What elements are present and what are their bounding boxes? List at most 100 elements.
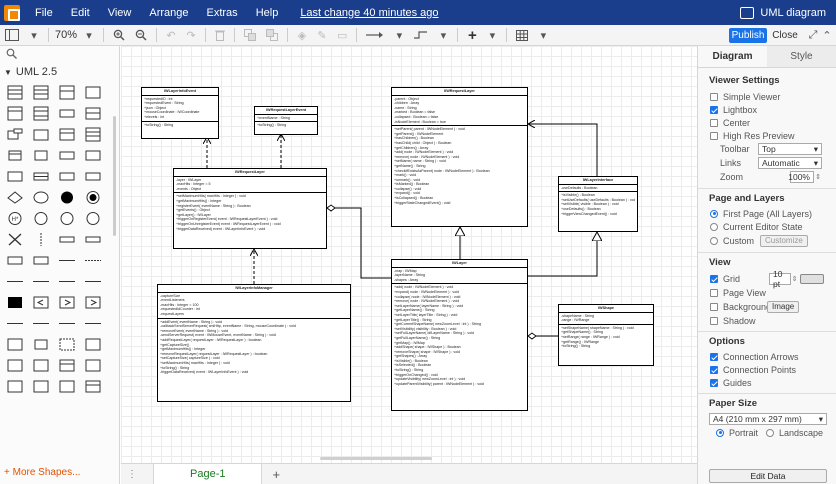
radio-button[interactable] — [710, 236, 718, 245]
menu-file[interactable]: File — [35, 6, 53, 19]
uml-shape-stencil-icon[interactable] — [32, 169, 50, 184]
checkbox-box[interactable] — [710, 131, 718, 140]
aggregation-connector[interactable] — [326, 204, 391, 279]
uml-shape-stencil-icon[interactable] — [58, 169, 76, 184]
class-request-layer[interactable]: IWRequestLayer -layer : IWLayer-maxHits … — [173, 168, 327, 249]
checkbox-box[interactable] — [710, 92, 718, 101]
center-checkbox[interactable]: Center — [698, 116, 836, 129]
uml-shape-stencil-icon[interactable] — [6, 127, 24, 142]
uml-shape-stencil-icon[interactable] — [84, 211, 102, 226]
association-connector[interactable] — [528, 124, 598, 176]
uml-shape-stencil-icon[interactable] — [58, 337, 76, 352]
diagram-title[interactable]: UML diagram — [760, 6, 826, 19]
current-editor-radio[interactable]: Current Editor State — [698, 220, 836, 233]
class-iw-shape[interactable]: IWShape -shapeName : String-range : IWRa… — [558, 304, 654, 366]
shadow-checkbox[interactable]: Shadow — [698, 314, 836, 327]
uml-shape-stencil-icon[interactable] — [84, 232, 102, 247]
connection-arrows-checkbox[interactable]: Connection Arrows — [698, 350, 836, 363]
uml-shape-stencil-icon[interactable] — [84, 295, 102, 310]
checkbox-box[interactable] — [710, 274, 718, 283]
edit-data-button[interactable]: Edit Data — [709, 469, 827, 483]
chevron-down-icon[interactable]: ▾ — [440, 29, 447, 42]
fullscreen-icon[interactable]: ⤢ — [808, 28, 818, 41]
grid-size-input[interactable]: 10 pt — [769, 269, 791, 289]
uml-shape-stencil-icon[interactable] — [6, 232, 24, 247]
format-panel-icon[interactable] — [2, 27, 22, 43]
uml-shape-stencil-icon[interactable] — [32, 106, 50, 121]
chevron-down-icon[interactable]: ▾ — [396, 29, 403, 42]
uml-shape-stencil-icon[interactable] — [58, 358, 76, 373]
uml-shape-stencil-icon[interactable] — [58, 148, 76, 163]
menu-view[interactable]: View — [107, 6, 132, 19]
uml-shape-stencil-icon[interactable] — [32, 232, 50, 247]
lightbox-checkbox[interactable]: Lightbox — [698, 103, 836, 116]
fill-color-icon[interactable]: ◈ — [297, 29, 307, 42]
checkbox-box[interactable] — [710, 378, 718, 387]
class-irequest-layer[interactable]: IIWRequestLayer -parent : Object-childre… — [391, 87, 528, 227]
waypoints-icon[interactable] — [411, 27, 431, 43]
uml-shape-stencil-icon[interactable] — [84, 316, 102, 331]
to-back-icon[interactable] — [263, 27, 281, 43]
paper-size-select[interactable]: A4 (210 mm x 297 mm)▾ — [709, 413, 827, 425]
uml-shape-stencil-icon[interactable] — [58, 253, 76, 268]
canvas-horizontal-scrollbar[interactable] — [320, 457, 432, 460]
pages-menu-icon[interactable]: ⋮ — [127, 468, 137, 480]
uml-shape-stencil-icon[interactable] — [32, 379, 50, 394]
uml-shape-stencil-icon[interactable] — [32, 337, 50, 352]
simple-viewer-checkbox[interactable]: Simple Viewer — [698, 90, 836, 103]
tab-style[interactable]: Style — [767, 46, 836, 67]
page-view-checkbox[interactable]: Page View — [698, 286, 836, 299]
uml-shape-stencil-icon[interactable] — [6, 85, 24, 100]
insert-plus-icon[interactable]: + — [468, 26, 477, 44]
chevron-down-icon[interactable]: ▾ — [489, 29, 496, 42]
checkbox-box[interactable] — [710, 302, 718, 311]
radio-button[interactable] — [710, 209, 718, 218]
uml-shape-stencil-icon[interactable] — [84, 148, 102, 163]
publish-button[interactable]: Publish — [729, 28, 767, 43]
zoom-input[interactable]: 100% — [788, 171, 814, 183]
uml-shape-stencil-icon[interactable]: H* — [6, 211, 24, 226]
checkbox-box[interactable] — [710, 105, 718, 114]
uml-shape-stencil-icon[interactable] — [58, 295, 76, 310]
guides-checkbox[interactable]: Guides — [698, 376, 836, 389]
chevron-down-icon[interactable]: ▾ — [540, 29, 547, 42]
zoom-level[interactable]: 70% — [55, 29, 78, 41]
uml-shape-stencil-icon[interactable] — [32, 85, 50, 100]
uml-shape-stencil-icon[interactable] — [58, 190, 76, 205]
grid-checkbox[interactable]: Grid 10 pt ⇕ — [698, 269, 836, 289]
shadow-icon[interactable]: ▭ — [337, 29, 348, 42]
class-info-event[interactable]: IWLayerInfoEvent +requestedID : int+requ… — [141, 87, 219, 139]
uml-shape-stencil-icon[interactable] — [6, 148, 24, 163]
redo-icon[interactable]: ↷ — [186, 29, 196, 42]
uml-shape-stencil-icon[interactable] — [6, 106, 24, 121]
uml-shape-stencil-icon[interactable] — [84, 274, 102, 289]
uml-shape-stencil-icon[interactable] — [84, 127, 102, 142]
stepper-icon[interactable]: ⇕ — [815, 174, 821, 181]
library-header[interactable]: ▼ UML 2.5 — [0, 64, 119, 80]
menu-help[interactable]: Help — [255, 6, 279, 19]
uml-shape-stencil-icon[interactable] — [84, 379, 102, 394]
high-res-checkbox[interactable]: High Res Preview — [698, 129, 836, 142]
uml-shape-stencil-icon[interactable] — [84, 85, 102, 100]
uml-shape-stencil-icon[interactable] — [58, 274, 76, 289]
zoom-dropdown-icon[interactable]: ▾ — [86, 29, 92, 42]
uml-shape-stencil-icon[interactable] — [84, 253, 102, 268]
menu-edit[interactable]: Edit — [70, 6, 90, 19]
undo-icon[interactable]: ↶ — [166, 29, 176, 42]
uml-shape-stencil-icon[interactable] — [84, 358, 102, 373]
uml-shape-stencil-icon[interactable] — [32, 316, 50, 331]
line-color-icon[interactable]: ✎ — [317, 29, 327, 42]
table-icon[interactable] — [513, 27, 531, 43]
stepper-icon[interactable]: ⇕ — [791, 275, 798, 283]
uml-shape-stencil-icon[interactable] — [6, 379, 24, 394]
uml-shape-stencil-icon[interactable] — [6, 316, 24, 331]
uml-shape-stencil-icon[interactable] — [32, 274, 50, 289]
diagram-canvas[interactable]: IWLayerInfoEvent +requestedID : int+requ… — [121, 46, 697, 463]
landscape-radio[interactable] — [766, 428, 775, 437]
uml-shape-stencil-icon[interactable] — [6, 169, 24, 184]
uml-shape-stencil-icon[interactable] — [6, 337, 24, 352]
uml-shape-stencil-icon[interactable] — [32, 127, 50, 142]
uml-shape-stencil-icon[interactable] — [58, 106, 76, 121]
